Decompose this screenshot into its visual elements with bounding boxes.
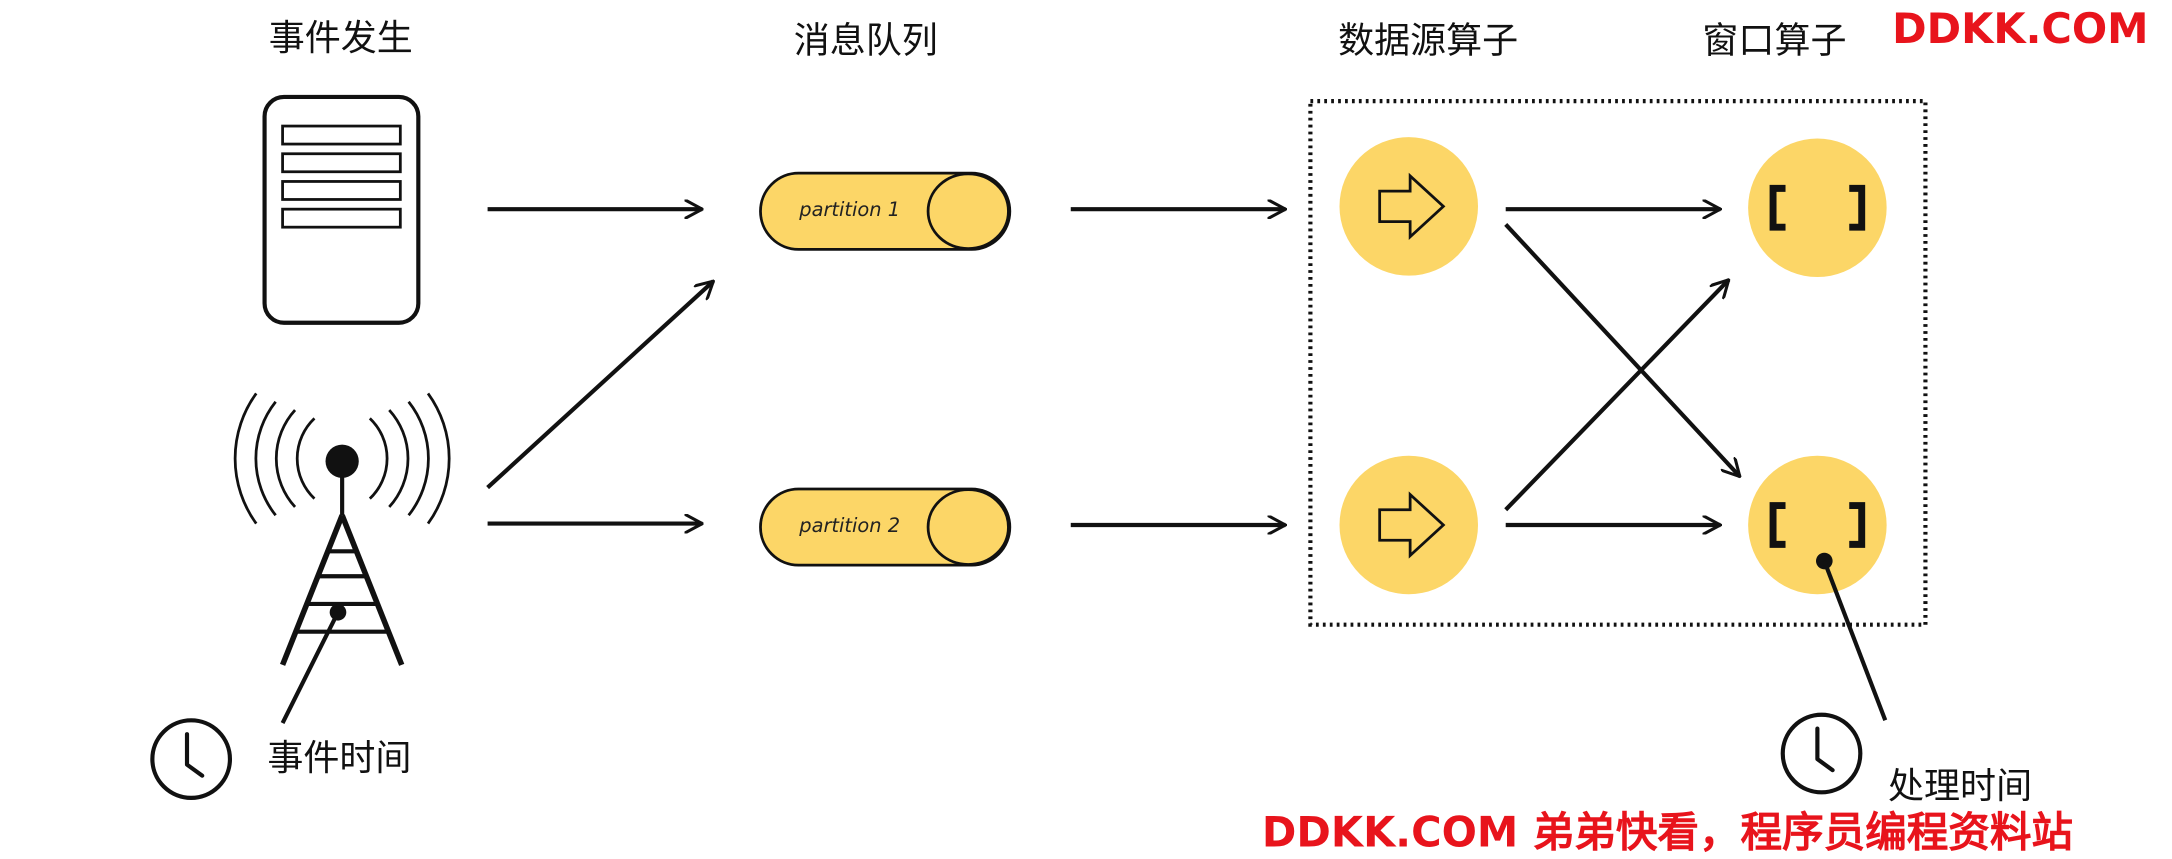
processing-time-label: 处理时间 <box>1888 766 2033 808</box>
window-operator-1 <box>1748 138 1887 278</box>
arrow-source2-to-window1 <box>1504 280 1729 512</box>
arrow-right-outline-icon <box>1378 172 1446 241</box>
clock-icon <box>1780 712 1863 795</box>
watermark-top-right: DDKK.COM <box>1892 5 2149 55</box>
partition-1-queue <box>759 171 1012 251</box>
processing-time-pointer <box>1822 560 1888 722</box>
square-brackets-icon <box>1769 502 1866 548</box>
partition-2-label: partition 2 <box>799 515 901 538</box>
square-brackets-icon <box>1769 184 1866 231</box>
event-time-label: 事件时间 <box>267 738 412 780</box>
partition-1-label: partition 1 <box>799 199 901 222</box>
heading-event-occurrence: 事件发生 <box>268 18 413 60</box>
operator-group-box <box>1308 99 1928 627</box>
arrow-source1-to-window2 <box>1504 222 1740 476</box>
partition-2-queue <box>759 487 1012 567</box>
clock-icon <box>150 718 233 800</box>
antenna-tower-icon <box>233 392 451 725</box>
heading-window-operator: 窗口算子 <box>1702 20 1847 63</box>
source-operator-2 <box>1339 455 1479 595</box>
server-icon <box>262 94 421 325</box>
arrow-tower-to-partition1 <box>486 281 714 490</box>
heading-source-operator: 数据源算子 <box>1338 20 1519 63</box>
window-operator-2 <box>1748 455 1887 595</box>
heading-message-queue: 消息队列 <box>793 20 938 63</box>
source-operator-1 <box>1339 137 1479 276</box>
watermark-bottom: DDKK.COM 弟弟快看，程序员编程资料站 <box>1261 808 2073 858</box>
arrow-right-outline-icon <box>1378 491 1446 559</box>
